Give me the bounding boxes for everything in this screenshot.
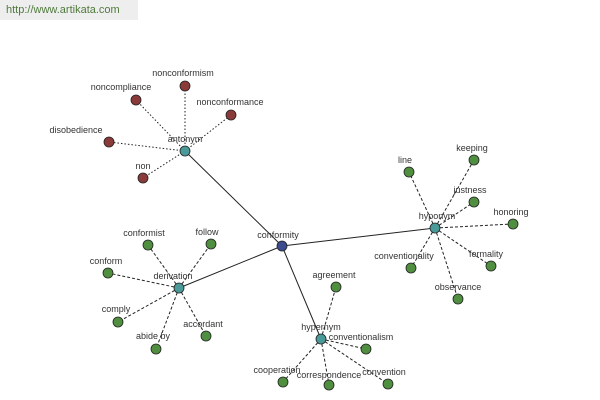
node-observance[interactable] xyxy=(452,293,464,305)
hub-node-hyponym[interactable] xyxy=(429,222,441,234)
node-agreement[interactable] xyxy=(330,281,342,293)
node-justness[interactable] xyxy=(468,196,480,208)
edge-antonym-non xyxy=(142,150,186,179)
node-keeping[interactable] xyxy=(468,154,480,166)
hub-label-hyponym: hyponym xyxy=(419,211,456,221)
label-line: line xyxy=(398,155,412,165)
node-convention[interactable] xyxy=(382,378,394,390)
label-cooperation: cooperation xyxy=(253,365,300,375)
edges-layer xyxy=(107,86,514,386)
node-cooperation[interactable] xyxy=(277,376,289,388)
edge-center-hypernym xyxy=(281,245,322,340)
node-conform[interactable] xyxy=(102,267,114,279)
label-follow: follow xyxy=(195,227,219,237)
label-convention: convention xyxy=(362,367,406,377)
node-noncompliance[interactable] xyxy=(130,94,142,106)
edge-hypernym-cooperation xyxy=(282,338,322,383)
label-non: non xyxy=(135,161,150,171)
edge-hyponym-justness xyxy=(434,201,475,229)
center-label: conformity xyxy=(257,230,299,240)
edge-center-derivation xyxy=(178,245,283,289)
hub-label-antonym: antonym xyxy=(168,134,203,144)
node-honoring[interactable] xyxy=(507,218,519,230)
label-nonconformance: nonconformance xyxy=(196,97,263,107)
node-non[interactable] xyxy=(137,172,149,184)
node-comply[interactable] xyxy=(112,316,124,328)
node-conventionalism[interactable] xyxy=(360,343,372,355)
edge-hyponym-observance xyxy=(434,227,459,300)
label-conventionality: conventionality xyxy=(374,251,434,261)
hub-node-antonym[interactable] xyxy=(179,145,191,157)
edge-derivation-comply xyxy=(117,287,180,323)
label-correspondence: correspondence xyxy=(297,370,362,380)
edge-hypernym-correspondence xyxy=(320,338,330,386)
hub-node-hypernym[interactable] xyxy=(315,333,327,345)
center-node[interactable] xyxy=(276,240,288,252)
label-justness: justness xyxy=(452,185,487,195)
edge-center-antonym xyxy=(184,150,283,247)
node-follow[interactable] xyxy=(205,238,217,250)
label-disobedience: disobedience xyxy=(49,125,102,135)
label-noncompliance: noncompliance xyxy=(91,82,152,92)
edge-antonym-disobedience xyxy=(108,141,186,152)
node-correspondence[interactable] xyxy=(323,379,335,391)
label-keeping: keeping xyxy=(456,143,488,153)
label-conform: conform xyxy=(90,256,123,266)
node-nonconformance[interactable] xyxy=(225,109,237,121)
edge-antonym-noncompliance xyxy=(135,99,186,152)
node-disobedience[interactable] xyxy=(103,136,115,148)
label-honoring: honoring xyxy=(493,207,528,217)
site-watermark: http://www.artikata.com xyxy=(0,0,138,20)
label-conventionalism: conventionalism xyxy=(329,332,394,342)
node-nonconformism[interactable] xyxy=(179,80,191,92)
edge-hypernym-agreement xyxy=(320,286,337,340)
label-abide-by: abide by xyxy=(136,331,171,341)
edge-antonym-nonconformance xyxy=(184,114,232,152)
edge-center-hyponym xyxy=(281,227,436,247)
node-abide-by[interactable] xyxy=(150,343,162,355)
node-formality[interactable] xyxy=(485,260,497,272)
edge-hyponym-honoring xyxy=(434,223,514,229)
edge-hyponym-formality xyxy=(434,227,492,267)
label-accordant: accordant xyxy=(183,319,223,329)
edge-derivation-conformist xyxy=(147,244,180,289)
hub-node-derivation[interactable] xyxy=(173,282,185,294)
label-formality: formality xyxy=(469,249,504,259)
label-agreement: agreement xyxy=(312,270,356,280)
edge-hypernym-conventionalism xyxy=(320,338,367,350)
label-conformist: conformist xyxy=(123,228,165,238)
label-comply: comply xyxy=(102,304,131,314)
edge-derivation-accordant xyxy=(178,287,207,337)
edge-hypernym-convention xyxy=(320,338,389,385)
node-line[interactable] xyxy=(403,166,415,178)
nodes-layer xyxy=(102,80,519,391)
label-observance: observance xyxy=(435,282,482,292)
label-nonconformism: nonconformism xyxy=(152,68,214,78)
edge-derivation-abide-by xyxy=(155,287,180,350)
edge-derivation-follow xyxy=(178,243,212,289)
edge-hyponym-keeping xyxy=(434,159,475,229)
edge-hyponym-line xyxy=(408,171,436,229)
node-conformist[interactable] xyxy=(142,239,154,251)
node-accordant[interactable] xyxy=(200,330,212,342)
hub-label-derivation: derivation xyxy=(153,271,192,281)
hub-label-hypernym: hypernym xyxy=(301,322,341,332)
node-conventionality[interactable] xyxy=(405,262,417,274)
edge-derivation-conform xyxy=(107,272,180,289)
edge-hyponym-conventionality xyxy=(410,227,436,269)
